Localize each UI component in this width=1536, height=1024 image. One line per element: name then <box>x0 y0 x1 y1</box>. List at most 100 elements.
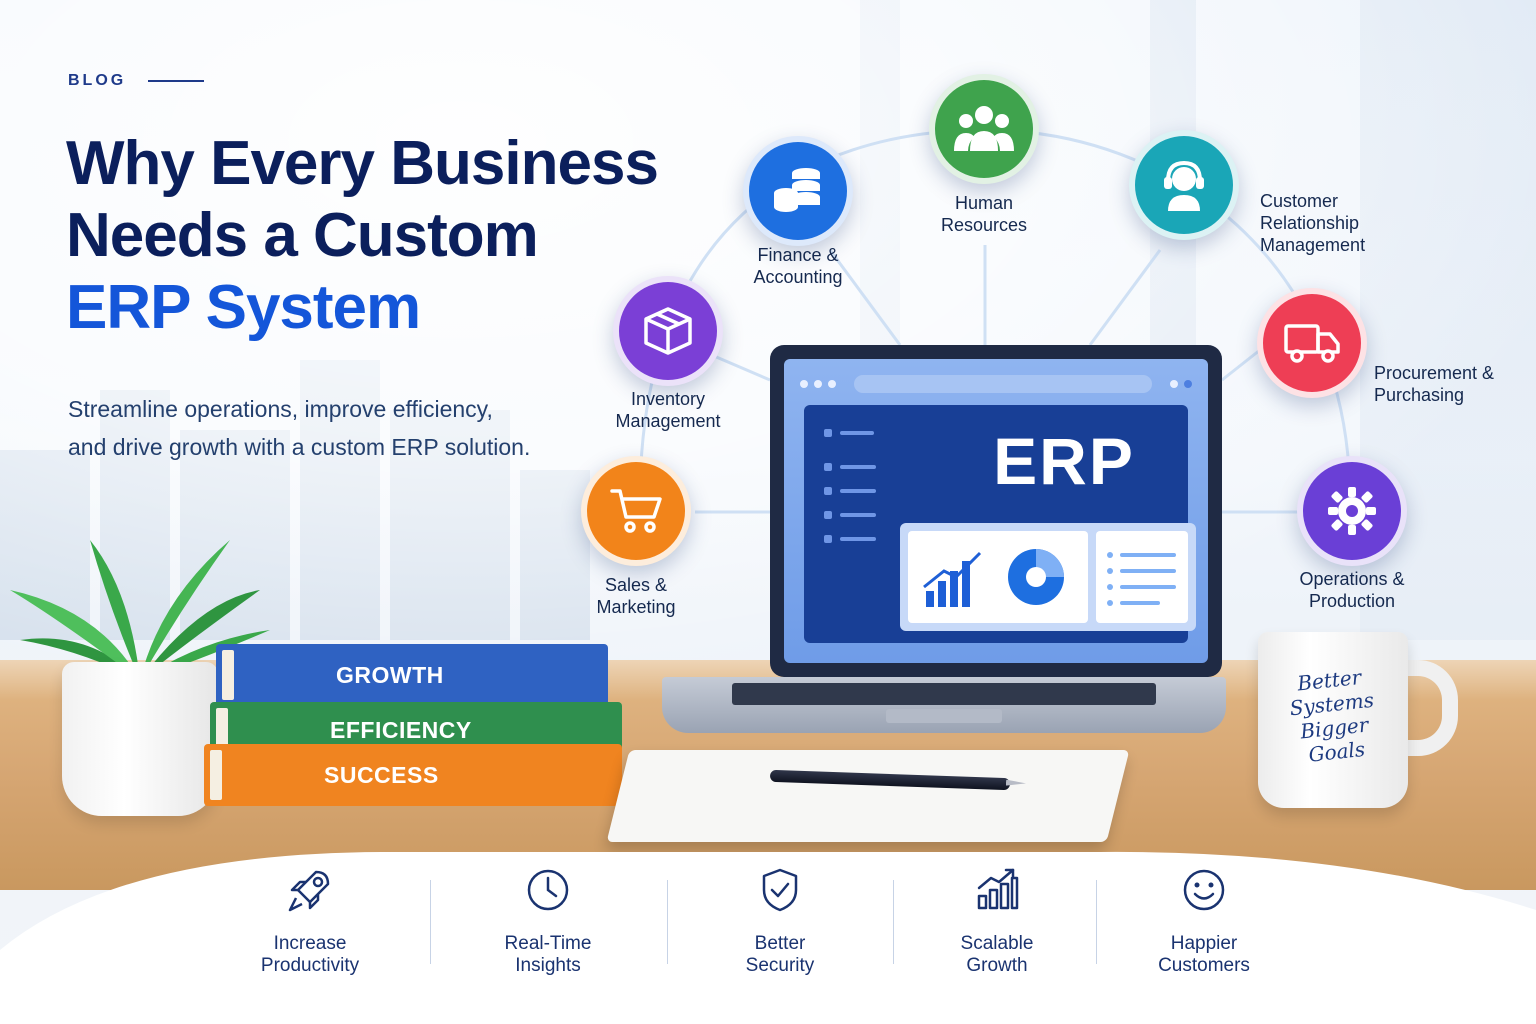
headset-agent-icon <box>1129 130 1239 240</box>
module-label: Sales & <box>604 575 668 595</box>
title-line-1: Why Every Business <box>66 129 659 198</box>
blog-eyebrow: BLOG <box>68 72 205 90</box>
module-finance-accounting[interactable]: Finance & Accounting <box>742 136 854 287</box>
laptop-base <box>662 677 1226 733</box>
page-subtitle: Streamline operations, improve efficienc… <box>68 390 588 466</box>
erp-app-window: ERP <box>784 359 1208 663</box>
erp-dashboard: ERP <box>804 405 1196 643</box>
subtitle-line-1: Streamline operations, improve efficienc… <box>68 396 493 422</box>
sidebar-item <box>840 431 874 435</box>
laptop-screen: ERP <box>770 345 1222 677</box>
benefit-label: Better <box>754 933 806 954</box>
window-dot <box>800 380 808 388</box>
benefit-growth: Scalable Growth <box>897 866 1097 977</box>
book-growth: GROWTH <box>216 644 608 706</box>
sidebar-icon <box>824 463 832 471</box>
module-label: Marketing <box>596 597 676 617</box>
benefits-panel <box>0 851 1536 1024</box>
module-inventory[interactable]: Inventory Management <box>612 276 724 431</box>
book-pages <box>222 650 234 700</box>
sidebar-icon <box>824 511 832 519</box>
title-line-2: Needs a Custom <box>66 201 539 270</box>
window-dot <box>1170 380 1178 388</box>
cart-icon <box>581 456 691 566</box>
sidebar-item <box>840 513 876 517</box>
dashboard-widgets <box>900 523 1196 631</box>
benefit-label: Productivity <box>260 955 360 976</box>
benefit-insights: Real-Time Insights <box>448 866 648 977</box>
team-icon <box>929 74 1039 184</box>
divider <box>1096 880 1097 964</box>
benefit-security: Better Security <box>680 866 880 977</box>
sidebar-icon <box>824 535 832 543</box>
benefit-label: Happier <box>1170 933 1238 954</box>
module-label: Production <box>1308 591 1396 611</box>
window-dot <box>1184 380 1192 388</box>
title-line-3: ERP System <box>66 273 421 342</box>
growth-chart-icon <box>977 868 1019 910</box>
module-human-resources[interactable]: Human Resources <box>922 74 1046 235</box>
module-procurement[interactable]: Procurement & Purchasing <box>1256 288 1494 405</box>
module-label: Human <box>954 193 1014 213</box>
list-icon <box>1107 552 1176 606</box>
address-bar <box>854 375 1152 393</box>
module-label: Accounting <box>753 267 843 287</box>
plant-pot <box>62 662 218 816</box>
benefit-label: Real-Time <box>504 933 592 954</box>
benefit-customers: Happier Customers <box>1104 866 1304 977</box>
module-crm[interactable]: Customer Relationship Management <box>1128 130 1365 255</box>
module-label: Management <box>615 411 721 431</box>
module-label: Management <box>1260 235 1366 255</box>
smile-icon <box>1183 869 1225 911</box>
module-label: Purchasing <box>1374 385 1465 405</box>
truck-icon <box>1257 288 1367 398</box>
benefit-productivity: Increase Productivity <box>210 866 410 977</box>
book-pages <box>216 708 228 752</box>
book-label: SUCCESS <box>324 761 439 788</box>
book-pages <box>210 750 222 800</box>
module-label: Inventory <box>630 389 706 409</box>
eyebrow-label: BLOG <box>68 72 127 89</box>
erp-screen-title: ERP <box>993 424 1135 498</box>
divider <box>667 880 668 964</box>
clock-icon <box>527 869 569 911</box>
sidebar-icon <box>824 429 832 437</box>
window-dot <box>814 380 822 388</box>
rocket-icon <box>288 870 330 912</box>
benefit-label: Customers <box>1158 955 1250 976</box>
module-operations[interactable]: Operations & Production <box>1296 456 1408 611</box>
benefit-label: Increase <box>273 933 347 954</box>
divider <box>893 880 894 964</box>
eyebrow-rule <box>148 80 205 82</box>
sidebar-item <box>840 537 876 541</box>
mug-slogan: Better Systems Bigger Goals <box>1283 664 1383 769</box>
benefit-label: Scalable <box>960 933 1034 954</box>
module-label: Customer <box>1260 191 1339 211</box>
gear-icon <box>1297 456 1407 566</box>
laptop-keyboard <box>732 683 1156 705</box>
coins-icon <box>743 136 853 246</box>
book-success: SUCCESS <box>204 744 622 806</box>
benefit-label: Security <box>745 955 815 976</box>
benefit-label: Insights <box>515 955 581 976</box>
divider <box>430 880 431 964</box>
notebook <box>606 750 1130 842</box>
book-label: EFFICIENCY <box>330 716 472 743</box>
laptop-trackpad <box>886 709 1002 723</box>
bar-chart-icon <box>923 549 1064 607</box>
list-widget <box>1096 531 1188 623</box>
module-label: Finance & <box>757 245 839 265</box>
coffee-mug <box>1258 632 1408 808</box>
book-label: GROWTH <box>336 661 444 688</box>
mug-handle <box>1394 660 1458 756</box>
sidebar-icon <box>824 487 832 495</box>
subtitle-line-2: and drive growth with a custom ERP solut… <box>68 434 531 460</box>
module-sales-marketing[interactable]: Sales & Marketing <box>580 456 692 617</box>
window-dot <box>828 380 836 388</box>
bar-chart-widget <box>908 531 1088 623</box>
sidebar-item <box>840 465 876 469</box>
module-label: Procurement & <box>1374 363 1495 383</box>
box-icon <box>613 276 723 386</box>
benefit-label: Growth <box>966 955 1028 976</box>
module-label: Relationship <box>1260 213 1360 233</box>
